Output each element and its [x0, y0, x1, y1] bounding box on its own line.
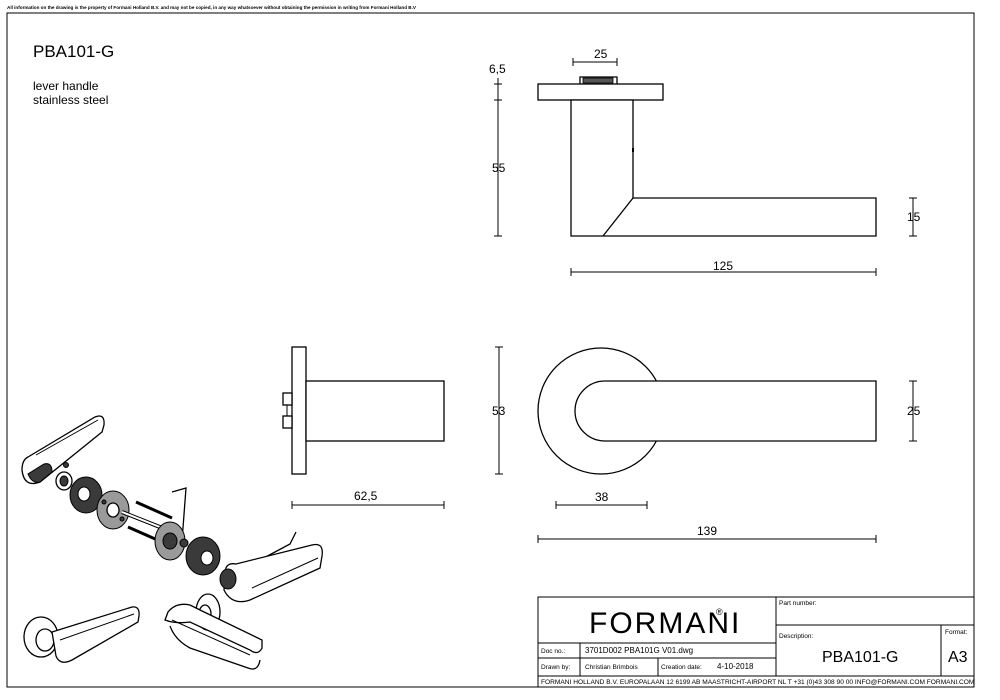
assembled-view-right [164, 593, 263, 670]
creation-date-label: Creation date: [661, 664, 702, 671]
dim-lever-thickness: 15 [907, 210, 921, 224]
assembled-view-left [23, 606, 140, 663]
rose-plate [537, 83, 664, 101]
brand-logo-text: FORMANI [589, 607, 741, 640]
top-view: 25 6,5 55 15 125 [489, 47, 921, 276]
doc-no-value: 3701D002 PBA101G V01.dwg [585, 646, 693, 655]
side-rose [291, 346, 307, 475]
part-number-label: Part number: [779, 600, 817, 607]
dim-top-rose-width: 25 [594, 47, 608, 61]
title-block: FORMANI ® Part number: Description: PBA1… [537, 596, 975, 688]
description-label: Description: [779, 633, 814, 640]
brand-registered-mark: ® [716, 607, 723, 617]
disclaimer-text: All information on the drawing is the pr… [7, 5, 417, 10]
product-line-2: stainless steel [33, 93, 108, 107]
dim-bend-radius: 38 [595, 490, 609, 504]
lever-side-profile [570, 99, 877, 237]
dim-rose-diameter: 53 [492, 404, 506, 418]
spindle-block [579, 76, 618, 84]
format-label: Format: [945, 629, 968, 636]
drawn-by-label: Drawn by: [541, 664, 570, 671]
format-value: A3 [948, 649, 968, 666]
dim-side-depth: 62,5 [354, 489, 378, 503]
dim-height: 55 [492, 161, 506, 175]
product-line-1: lever handle [33, 79, 99, 93]
front-lever [574, 380, 877, 442]
drawn-by-value: Christian Brimbois [585, 664, 638, 671]
company-address: FORMANI HOLLAND B.V. EUROPALAAN 12 6199 … [541, 679, 974, 686]
doc-no-label: Doc no.: [541, 648, 565, 655]
exploded-assembly-view [21, 415, 323, 603]
dim-rose-thickness: 6,5 [489, 62, 506, 76]
dim-front-lever-height: 25 [907, 404, 921, 418]
drawing-frame [6, 12, 975, 688]
front-view: 25 38 139 [537, 347, 921, 543]
dim-lever-length: 125 [713, 259, 733, 273]
description-value: PBA101-G [822, 649, 898, 666]
creation-date-value: 4-10-2018 [717, 662, 754, 671]
product-code: PBA101-G [33, 42, 114, 61]
side-view: 62,5 53 [282, 346, 506, 509]
side-lever [305, 380, 445, 442]
dim-total-length: 139 [697, 524, 717, 538]
